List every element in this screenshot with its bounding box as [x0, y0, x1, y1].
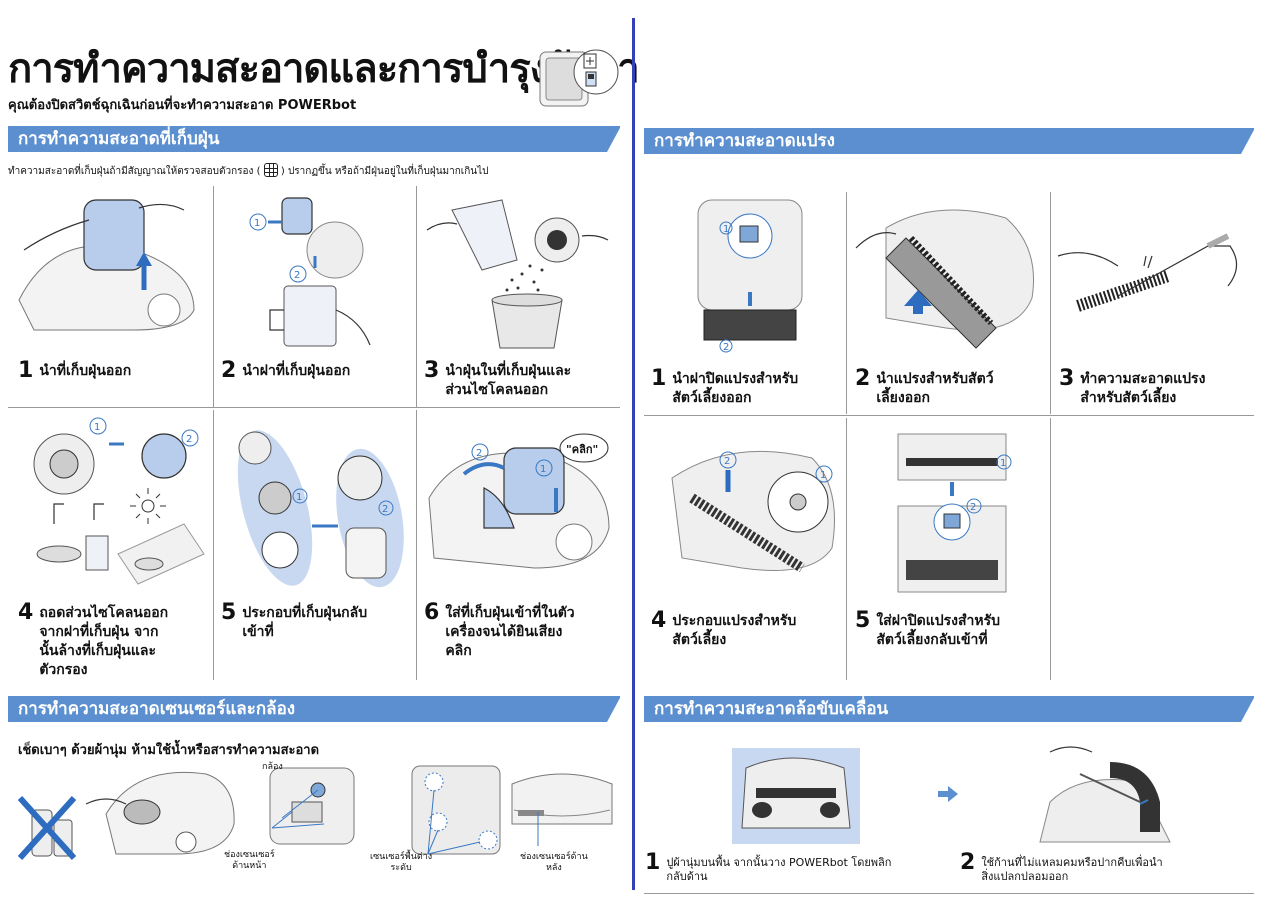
- svg-text:2: 2: [186, 434, 192, 445]
- svg-text:2: 2: [970, 502, 976, 513]
- svg-text:1: 1: [296, 492, 302, 503]
- column-divider: [632, 18, 635, 890]
- click-sound-label: "คลิก": [566, 443, 599, 456]
- wheel-step2-illustration: [1039, 746, 1171, 843]
- brush-step-3: 3 ทำความสะอาดแปรง สำหรับสัตว์เลี้ยง: [1059, 366, 1206, 407]
- svg-text:1: 1: [94, 422, 100, 433]
- section-bar-dustbin: การทำความสะอาดที่เก็บฝุ่น: [8, 126, 621, 152]
- section-bar-sensors: การทำความสะอาดเซนเซอร์และกล้อง: [8, 696, 621, 722]
- rear-sensor-label: ช่องเซนเซอร์ด้าน หลัง: [520, 852, 588, 873]
- dustbin-step5-illustration: 1 2: [237, 430, 404, 588]
- svg-text:1: 1: [723, 224, 729, 235]
- emergency-switch-illustration: [539, 49, 619, 107]
- cliff-sensor-label: เซนเซอร์พื้นต่าง ระดับ: [370, 852, 433, 873]
- wheel-step1-illustration: [732, 748, 860, 844]
- svg-text:2: 2: [382, 504, 388, 515]
- svg-text:1: 1: [1000, 458, 1006, 469]
- brush-step3-illustration: [1057, 233, 1238, 312]
- dustbin-step1-illustration: [18, 199, 195, 331]
- dustbin-step-3: 3 นำฝุ่นในที่เก็บฝุ่นและ ส่วนไซโคลนออก: [424, 358, 572, 399]
- section-heading-sensors: การทำความสะอาดเซนเซอร์และกล้อง: [18, 699, 296, 719]
- page-title: การทำความสะอาดและการบำรุงรักษา: [8, 46, 640, 92]
- safety-note: คุณต้องปิดสวิตช์ฉุกเฉินก่อนที่จะทำความสะ…: [8, 98, 357, 113]
- front-sensor-label: ช่องเซนเซอร์ ด้านหน้า: [224, 850, 275, 871]
- brush-step4-illustration: 2 1: [671, 450, 835, 573]
- dustbin-step-1: 1 นำที่เก็บฝุ่นออก: [18, 358, 132, 383]
- no-liquid-illustration: [17, 795, 77, 861]
- wipe-robot-illustration: [85, 771, 235, 855]
- section-bar-wheels: การทำความสะอาดล้อขับเคลื่อน: [644, 696, 1255, 722]
- right-arrow-icon: [938, 784, 958, 804]
- brush-step-5: 5 ใส่ฝาปิดแปรงสำหรับ สัตว์เลี้ยงกลับเข้า…: [855, 608, 1001, 649]
- section-heading-wheels: การทำความสะอาดล้อขับเคลื่อน: [654, 699, 889, 719]
- svg-text:2: 2: [723, 342, 729, 353]
- section-bar-brush: การทำความสะอาดแปรง: [644, 128, 1255, 154]
- brush-step-4: 4 ประกอบแปรงสำหรับ สัตว์เลี้ยง: [651, 608, 797, 649]
- dustbin-step-5: 5 ประกอบที่เก็บฝุ่นกลับ เข้าที่: [221, 600, 368, 641]
- wheel-step-1: 1 ปูผ้านุ่มบนพื้น จากนั้นวาง POWERbot โด…: [645, 850, 892, 884]
- sensor-instruction: เช็ดเบาๆ ด้วยผ้านุ่ม ห้ามใช้น้ำหรือสารทำ…: [18, 743, 320, 758]
- svg-text:1: 1: [820, 470, 826, 481]
- svg-text:1: 1: [540, 464, 546, 475]
- front-sensor-illustration: [269, 767, 355, 845]
- brush-step5-illustration: 1 2: [897, 433, 1012, 593]
- rear-sensor-illustration: [511, 773, 613, 846]
- cliff-sensor-illustration: [411, 765, 501, 855]
- svg-text:1: 1: [254, 218, 260, 229]
- filter-grid-icon: [263, 163, 278, 177]
- dustbin-step-4: 4 ถอดส่วนไซโคลนออก จากฝาที่เก็บฝุ่น จาก …: [18, 600, 169, 679]
- dustbin-step3-illustration: [426, 199, 609, 349]
- wheel-step-2: 2 ใช้ก้านที่ไม่แหลมคมหรือปากคีบเพื่อนำ ส…: [960, 850, 1163, 884]
- dustbin-step-6: 6 ใส่ที่เก็บฝุ่นเข้าที่ในตัว เครื่องจนได…: [424, 600, 575, 660]
- camera-label: กล้อง: [262, 762, 283, 772]
- dustbin-step2-illustration: 1 2: [249, 197, 371, 347]
- dustbin-intro: ทำความสะอาดที่เก็บฝุ่นถ้ามีสัญญาณให้ตรวจ…: [8, 163, 488, 179]
- brush-step1-illustration: 1 2: [697, 199, 803, 353]
- dustbin-step6-illustration: 2 1: [428, 433, 610, 569]
- dustbin-step-2: 2 นำฝาที่เก็บฝุ่นออก: [221, 358, 351, 383]
- section-heading-dustbin: การทำความสะอาดที่เก็บฝุ่น: [18, 129, 220, 149]
- svg-text:2: 2: [724, 456, 730, 467]
- svg-text:2: 2: [294, 270, 300, 281]
- brush-step-1: 1 นำฝาปิดแปรงสำหรับ สัตว์เลี้ยงออก: [651, 366, 799, 407]
- brush-step-2: 2 นำแปรงสำหรับสัตว์ เลี้ยงออก: [855, 366, 994, 407]
- svg-text:2: 2: [476, 448, 482, 459]
- dustbin-step4-illustration: 1 2: [33, 417, 205, 585]
- brush-step2-illustration: [855, 209, 1035, 349]
- section-heading-brush: การทำความสะอาดแปรง: [654, 131, 835, 151]
